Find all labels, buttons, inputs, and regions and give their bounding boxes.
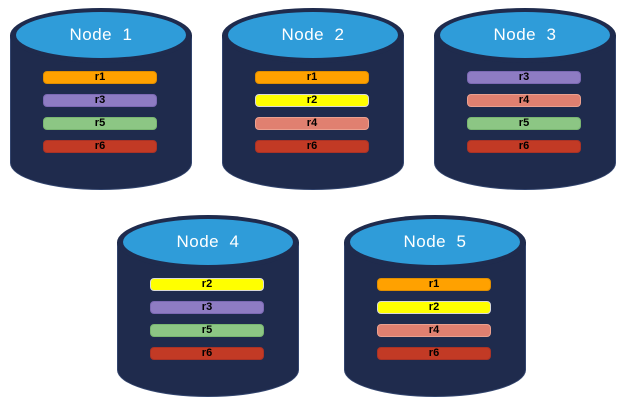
replica-bar: r2: [150, 278, 264, 291]
replica-list: r3 r4 r5 r6: [467, 71, 581, 163]
cylinder-top: Node 3: [440, 12, 610, 58]
cylinder-top: Node 4: [123, 219, 293, 265]
node-cylinder-5: Node 5 r1 r2 r4 r6: [344, 215, 526, 397]
replica-bar: r3: [150, 301, 264, 314]
cylinder-top: Node 5: [350, 219, 520, 265]
node-cylinder-4: Node 4 r2 r3 r5 r6: [117, 215, 299, 397]
replica-bar: r6: [467, 140, 581, 153]
node-cylinder-2: Node 2 r1 r2 r4 r6: [222, 8, 404, 190]
replica-list: r1 r2 r4 r6: [377, 278, 491, 370]
replica-list: r1 r2 r4 r6: [255, 71, 369, 163]
replica-bar: r4: [377, 324, 491, 337]
replica-bar: r4: [255, 117, 369, 130]
node-title: Node 4: [176, 232, 240, 251]
replica-list: r1 r3 r5 r6: [43, 71, 157, 163]
replica-bar: r2: [377, 301, 491, 314]
node-title: Node 2: [281, 25, 345, 44]
cylinder-top: Node 1: [16, 12, 186, 58]
replica-bar: r6: [377, 347, 491, 360]
replica-bar: r4: [467, 94, 581, 107]
replica-bar: r6: [255, 140, 369, 153]
node-title: Node 5: [403, 232, 467, 251]
replica-bar: r6: [43, 140, 157, 153]
replica-bar: r5: [150, 324, 264, 337]
replica-bar: r1: [43, 71, 157, 84]
replica-list: r2 r3 r5 r6: [150, 278, 264, 370]
cylinder-top: Node 2: [228, 12, 398, 58]
replica-bar: r1: [377, 278, 491, 291]
replica-bar: r2: [255, 94, 369, 107]
node-title: Node 1: [69, 25, 133, 44]
replica-bar: r5: [467, 117, 581, 130]
replica-bar: r6: [150, 347, 264, 360]
replica-bar: r3: [43, 94, 157, 107]
node-cylinder-3: Node 3 r3 r4 r5 r6: [434, 8, 616, 190]
node-title: Node 3: [493, 25, 557, 44]
replica-bar: r3: [467, 71, 581, 84]
replica-bar: r1: [255, 71, 369, 84]
replica-bar: r5: [43, 117, 157, 130]
node-cylinder-1: Node 1 r1 r3 r5 r6: [10, 8, 192, 190]
